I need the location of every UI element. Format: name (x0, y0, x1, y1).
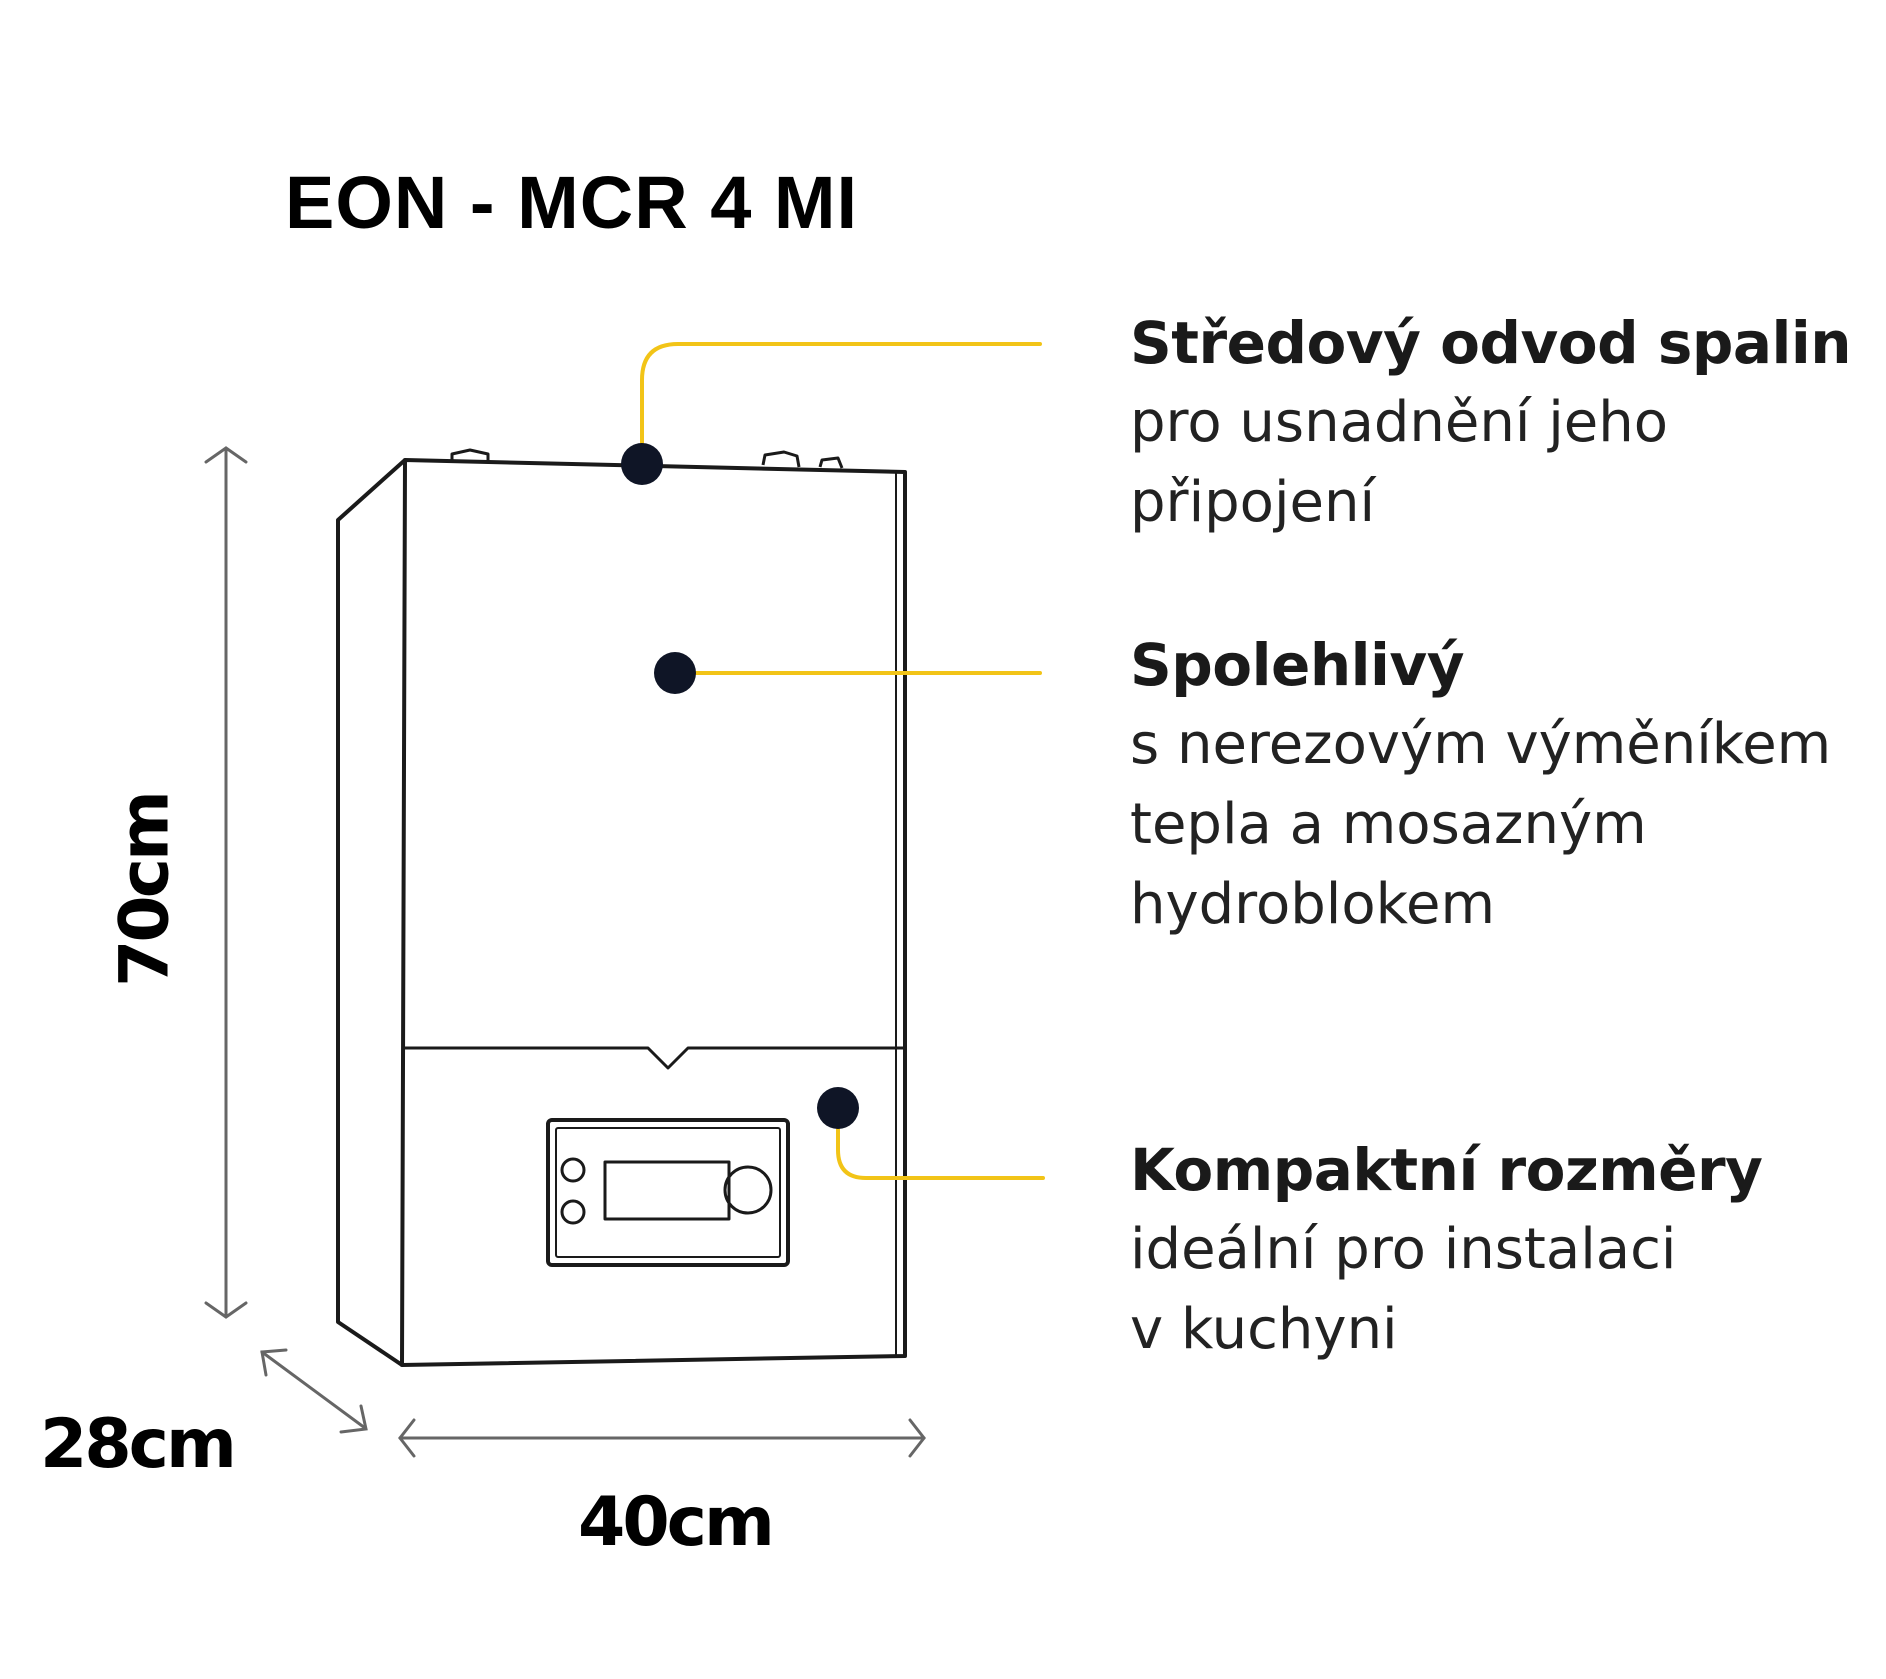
control-knob (723, 1165, 773, 1215)
control-panel-inner (555, 1127, 781, 1258)
control-panel (546, 1118, 790, 1267)
dimension-depth-label: 28cm (40, 1405, 237, 1484)
boiler-front-panel (400, 458, 907, 1367)
top-fitting-left (450, 448, 490, 462)
height-arrow-head-bottom (204, 1301, 248, 1319)
top-fitting-right-2 (818, 456, 844, 469)
feature-exchanger-heading: Spolehlivý (1130, 631, 1465, 699)
leader-line-flue (640, 342, 1042, 466)
feature-flue-heading: Středový odvod spalin (1130, 309, 1852, 377)
boiler-side-panel (336, 458, 407, 1367)
marker-compact (817, 1087, 859, 1129)
feature-flue: Středový odvod spalin pro usnadnění jeho… (1130, 303, 1852, 543)
leader-lines (640, 342, 1045, 1180)
feature-flue-line-2: připojení (1130, 470, 1375, 535)
depth-arrow-head-end (339, 1404, 368, 1434)
leader-line-compact (836, 1106, 1045, 1180)
feature-flue-line-1: pro usnadnění jeho (1130, 390, 1668, 455)
feature-compact-heading: Kompaktní rozměry (1130, 1136, 1763, 1204)
feature-compact: Kompaktní rozměry ideální pro instalaci … (1130, 1130, 1763, 1370)
width-arrow-head-right (908, 1418, 926, 1458)
feature-exchanger-line-1: s nerezovým výměníkem (1130, 712, 1832, 777)
dimension-width-label: 40cm (578, 1483, 775, 1562)
dimension-height-label: 70cm (105, 793, 185, 987)
depth-arrow-head-start (260, 1348, 288, 1377)
boiler-illustration (336, 448, 907, 1367)
boiler-section-divider (405, 1046, 905, 1070)
feature-compact-line-2: v kuchyni (1130, 1297, 1398, 1362)
feature-exchanger-line-2: tepla a mosazným (1130, 792, 1647, 857)
feature-compact-line-1: ideální pro instalaci (1130, 1217, 1677, 1282)
control-button-top (560, 1157, 586, 1183)
width-arrow-head-left (398, 1418, 416, 1458)
markers (621, 443, 859, 1129)
feature-exchanger-line-3: hydroblokem (1130, 872, 1496, 937)
depth-arrow-line (260, 1350, 367, 1430)
feature-exchanger: Spolehlivý s nerezovým výměníkem tepla a… (1130, 625, 1831, 945)
display-screen (603, 1160, 731, 1221)
marker-exchanger (654, 652, 696, 694)
top-fitting-right-1 (761, 450, 801, 468)
marker-flue (621, 443, 663, 485)
control-button-bottom (560, 1199, 586, 1225)
diagram-title: EON - MCR 4 MI (285, 161, 859, 244)
dimension-arrows (204, 446, 926, 1458)
height-arrow-head-top (204, 446, 248, 464)
